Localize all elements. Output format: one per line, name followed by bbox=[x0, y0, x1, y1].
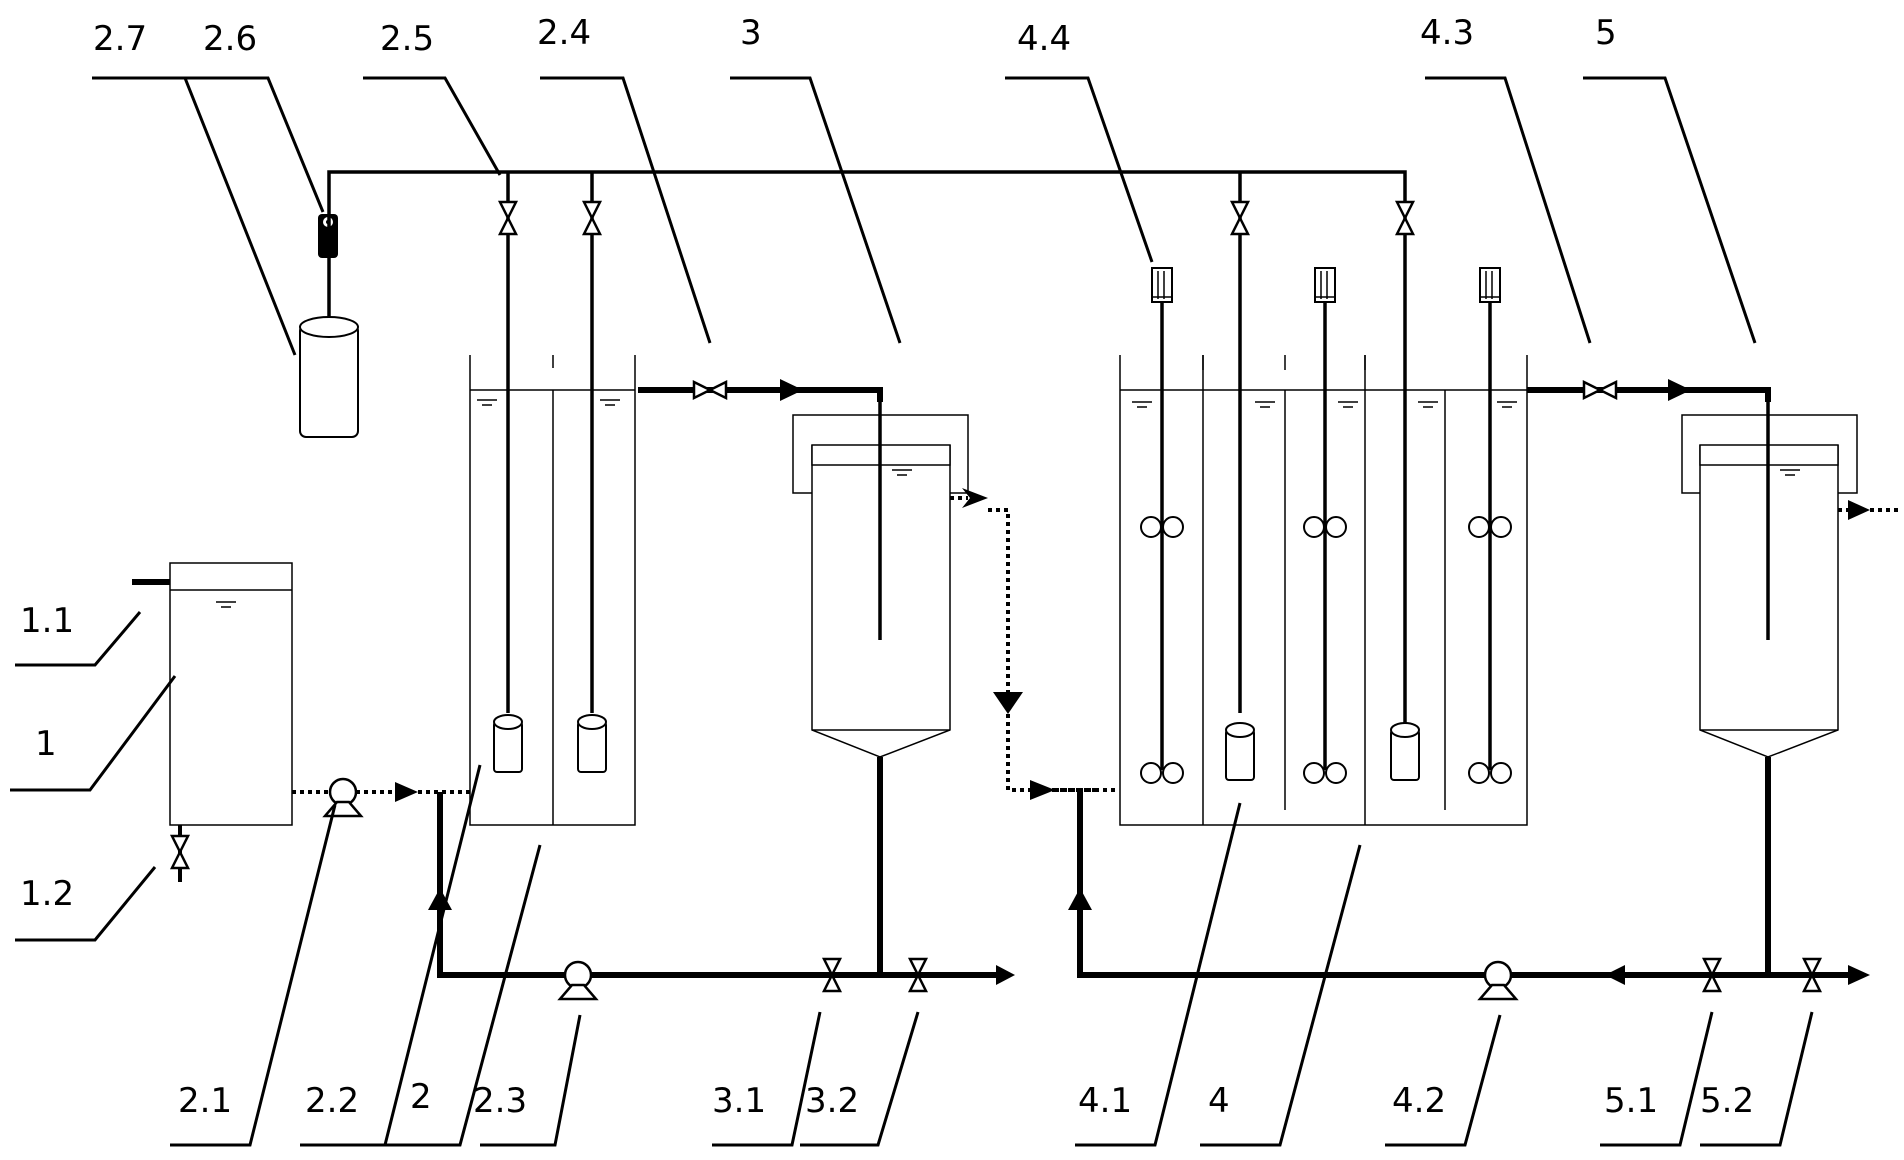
flow-arrow-icon bbox=[1848, 500, 1870, 520]
label-1-2: 1.2 bbox=[20, 874, 74, 914]
label-2-6: 2.6 bbox=[203, 19, 257, 59]
water-level-icon bbox=[1496, 401, 1518, 408]
valve-icon bbox=[1230, 200, 1250, 236]
effluent-pipe-2 bbox=[638, 387, 883, 402]
flow-arrow-icon bbox=[1605, 965, 1625, 985]
gas-header-pipe bbox=[327, 170, 1407, 725]
pump-icon bbox=[1478, 960, 1518, 1001]
label-1: 1 bbox=[35, 724, 57, 764]
label-4: 4 bbox=[1208, 1081, 1230, 1121]
label-3-1: 3.1 bbox=[712, 1081, 766, 1121]
water-level-icon bbox=[476, 399, 498, 406]
flow-arrow-icon bbox=[1668, 379, 1691, 401]
air-diffuser-icon bbox=[577, 714, 607, 773]
valve-icon bbox=[1582, 380, 1618, 400]
label-4-2: 4.2 bbox=[1392, 1081, 1446, 1121]
water-level-icon bbox=[1337, 401, 1359, 408]
label-2: 2 bbox=[410, 1077, 432, 1117]
stirrer-shafts bbox=[1160, 290, 1492, 770]
air-diffuser-icon bbox=[493, 714, 523, 773]
label-2-3: 2.3 bbox=[473, 1081, 527, 1121]
water-level-icon bbox=[1254, 401, 1276, 408]
valve-icon bbox=[692, 380, 728, 400]
flow-arrow-icon bbox=[395, 782, 418, 802]
label-4-3: 4.3 bbox=[1420, 13, 1474, 53]
label-2-7: 2.7 bbox=[93, 19, 147, 59]
flow-arrow-icon bbox=[1848, 965, 1870, 985]
pump-icon bbox=[323, 777, 363, 818]
label-5-2: 5.2 bbox=[1700, 1081, 1754, 1121]
stirrer-icon bbox=[1314, 267, 1336, 303]
stirrer-icon bbox=[1479, 267, 1501, 303]
label-5: 5 bbox=[1595, 13, 1617, 53]
label-3-2: 3.2 bbox=[805, 1081, 859, 1121]
water-level-icon bbox=[1417, 401, 1439, 408]
label-4-4: 4.4 bbox=[1017, 19, 1071, 59]
sludge-return-pipe-2 bbox=[437, 792, 1000, 978]
effluent-pipe-4 bbox=[1527, 387, 1771, 402]
valve-icon bbox=[498, 200, 518, 236]
label-2-1: 2.1 bbox=[178, 1081, 232, 1121]
reactor-2 bbox=[469, 355, 636, 826]
pump-icon bbox=[558, 960, 598, 1001]
flow-arrow-icon bbox=[996, 965, 1015, 985]
air-diffuser-icon bbox=[1225, 722, 1255, 781]
label-2-4: 2.4 bbox=[537, 13, 591, 53]
label-3: 3 bbox=[740, 13, 762, 53]
valve-icon bbox=[582, 200, 602, 236]
flow-arrow-icon bbox=[1068, 888, 1092, 910]
flow-arrow-icon bbox=[780, 379, 803, 401]
air-diffuser-icon bbox=[1390, 722, 1420, 781]
water-level-icon bbox=[599, 399, 621, 406]
valve-icon bbox=[1395, 200, 1415, 236]
label-4-1: 4.1 bbox=[1078, 1081, 1132, 1121]
feed-tank bbox=[132, 562, 293, 882]
leader-lines bbox=[10, 76, 1814, 1147]
valve-icon bbox=[170, 834, 190, 870]
gas-cylinder-icon bbox=[299, 316, 359, 438]
flow-arrow-icon bbox=[993, 692, 1023, 714]
label-2-5: 2.5 bbox=[380, 19, 434, 59]
label-1-1: 1.1 bbox=[20, 601, 74, 641]
label-5-1: 5.1 bbox=[1604, 1081, 1658, 1121]
settler-3 bbox=[792, 390, 969, 975]
label-2-2: 2.2 bbox=[305, 1081, 359, 1121]
flow-arrow-icon bbox=[962, 488, 988, 508]
sludge-return-pipe-4 bbox=[1077, 790, 1850, 978]
flow-arrow-icon bbox=[1030, 780, 1055, 800]
stirrer-icon bbox=[1151, 267, 1173, 303]
settler-5 bbox=[1681, 390, 1858, 975]
water-level-icon bbox=[1131, 401, 1153, 408]
